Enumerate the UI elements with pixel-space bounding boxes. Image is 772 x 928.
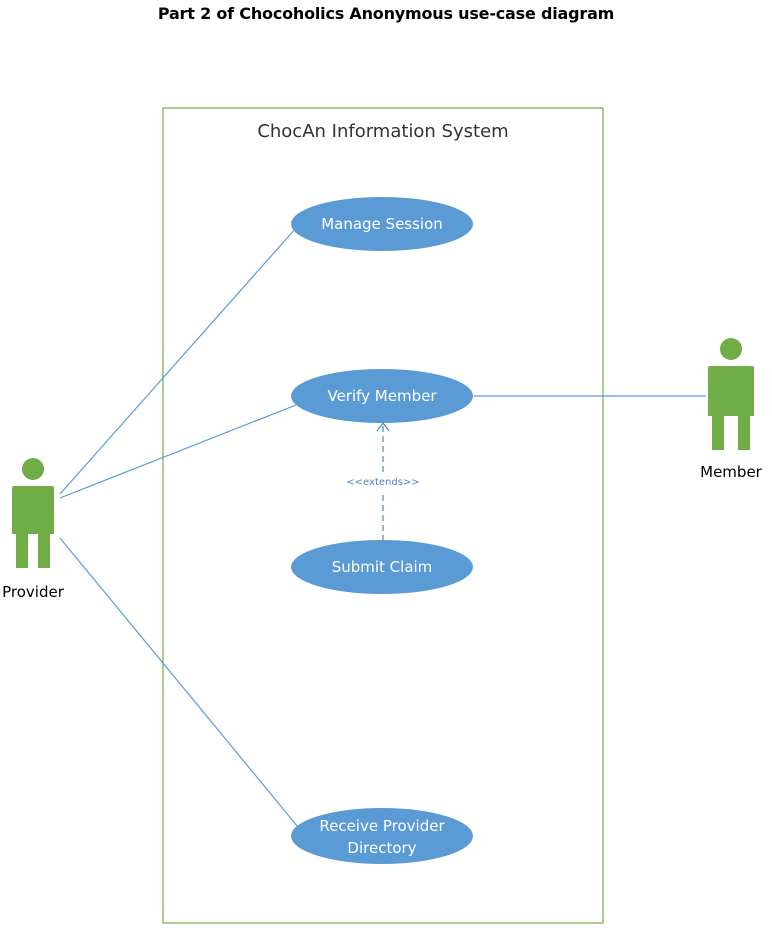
use-case-manage-session[interactable]: Manage Session — [291, 197, 473, 251]
actor-label: Member — [700, 463, 763, 481]
system-title: ChocAn Information System — [257, 121, 508, 142]
association-provider-receive-directory — [59, 537, 299, 828]
actor-head — [22, 458, 44, 480]
extends-arrowhead — [376, 422, 390, 432]
use-case-submit-claim[interactable]: Submit Claim — [291, 540, 473, 594]
actor-provider[interactable]: Provider — [2, 458, 65, 601]
actor-head — [720, 338, 742, 360]
association-provider-verify-member — [59, 404, 297, 499]
actor-member[interactable]: Member — [700, 338, 763, 481]
association-provider-manage-session — [59, 227, 297, 495]
use-case-label: Verify Member — [327, 387, 437, 405]
use-case-label: Submit Claim — [332, 558, 433, 576]
actor-icon — [12, 458, 54, 568]
actor-icon — [708, 338, 754, 450]
extends-relationship: <<extends>> — [346, 422, 420, 541]
use-case-verify-member[interactable]: Verify Member — [291, 369, 473, 423]
use-case-ellipse[interactable] — [291, 197, 473, 251]
actor-body — [12, 486, 54, 568]
use-case-label-line1: Receive Provider — [319, 817, 445, 835]
use-case-ellipse[interactable] — [291, 540, 473, 594]
system-boundary — [162, 107, 604, 924]
use-case-ellipse[interactable] — [291, 369, 473, 423]
use-case-ellipse[interactable] — [291, 808, 473, 864]
actor-label: Provider — [2, 583, 65, 601]
page-title: Part 2 of Chocoholics Anonymous use-case… — [157, 4, 615, 23]
use-case-label-line2: Directory — [347, 839, 416, 857]
associations — [59, 227, 706, 828]
extends-label: <<extends>> — [346, 477, 419, 488]
use-case-label: Manage Session — [321, 215, 443, 233]
use-case-receive-provider-directory[interactable]: Receive Provider Directory — [291, 808, 473, 864]
actor-body — [708, 366, 754, 450]
